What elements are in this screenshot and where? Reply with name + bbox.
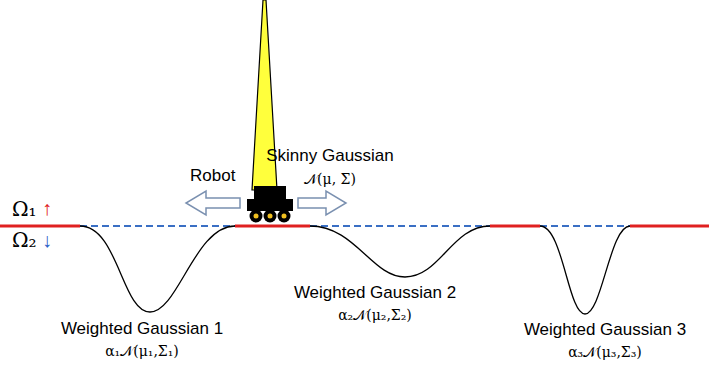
gaussian-label: Weighted Gaussian 2 [294, 283, 456, 303]
formula-label: α₁𝒩(μ₁,Σ₁) [105, 343, 179, 359]
region-label: Ω₁ [12, 198, 37, 221]
gaussian-label: Weighted Gaussian 1 [61, 319, 223, 339]
gaussian-curve [310, 226, 490, 277]
formula-label: α₂𝒩(μ₂,Σ₂) [338, 307, 412, 323]
formula-label: α₃𝒩(μ₃,Σ₃) [568, 344, 642, 360]
gaussian-curve [80, 226, 235, 312]
formula-label: 𝒩(μ, Σ) [304, 171, 356, 187]
boundary-line [0, 226, 709, 227]
gaussian-curve [540, 226, 630, 314]
direction-symbol: ↓ [42, 229, 52, 252]
spike-label: Skinny Gaussian [266, 146, 394, 166]
region-label: Ω₂ [12, 229, 37, 252]
gaussian-label: Weighted Gaussian 3 [524, 320, 686, 340]
robot-symbol [247, 186, 293, 223]
robot-label: Robot [190, 166, 235, 186]
direction-arrow [186, 191, 240, 215]
direction-arrow [298, 191, 346, 215]
direction-symbol: ↑ [42, 197, 52, 220]
